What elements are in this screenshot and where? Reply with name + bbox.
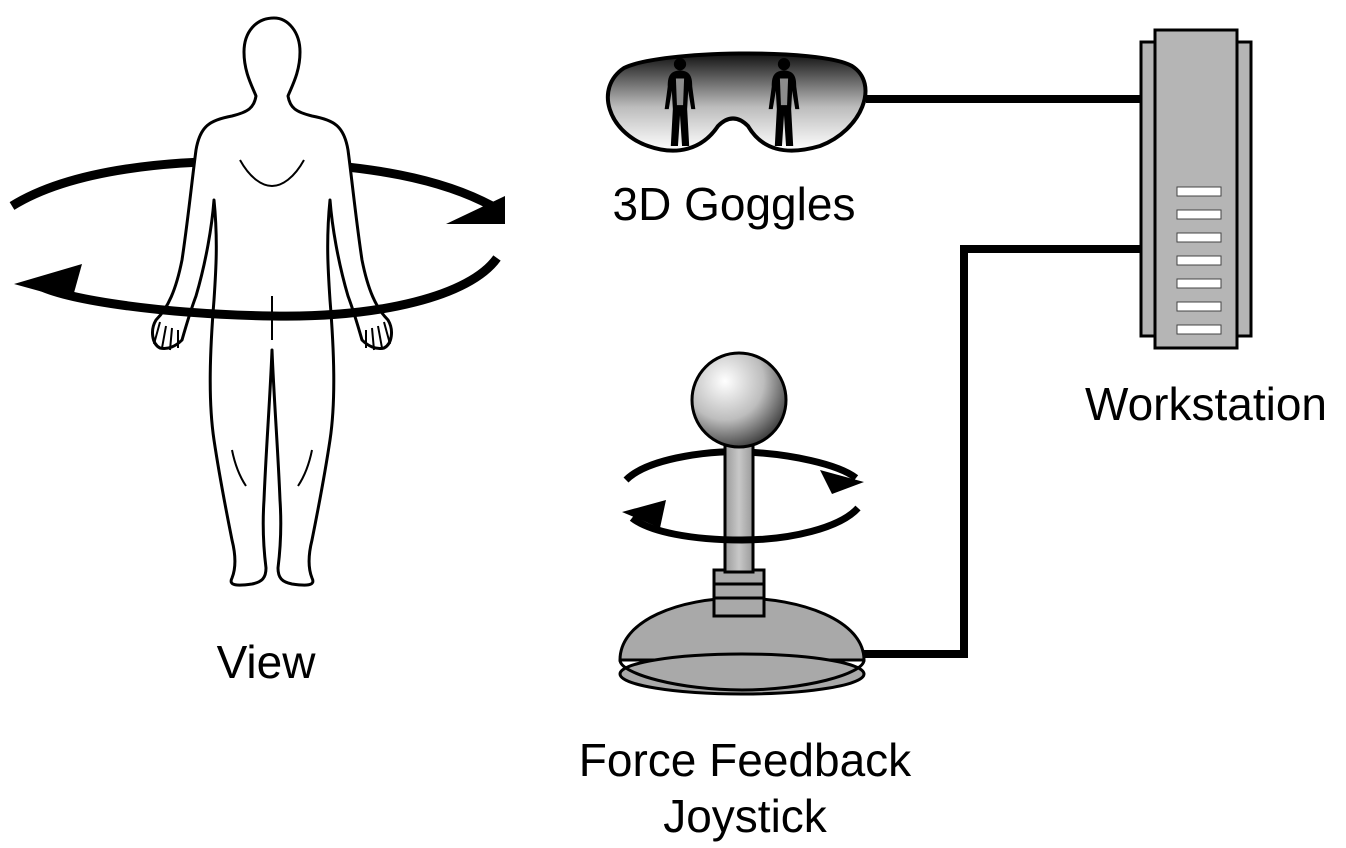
workstation-icon xyxy=(1139,28,1253,350)
cable-joystick-to-workstation xyxy=(864,245,1143,658)
joystick-label-line2: Joystick xyxy=(663,790,827,842)
goggles-label: 3D Goggles xyxy=(612,178,856,230)
goggles-icon xyxy=(606,51,868,153)
workstation-label: Workstation xyxy=(1084,378,1328,430)
joystick-icon xyxy=(618,351,866,696)
joystick-label-line1: Force Feedback xyxy=(578,734,912,786)
rotate-arrows-front-icon xyxy=(14,255,501,321)
human-figure-icon xyxy=(151,16,393,587)
view-label: View xyxy=(216,636,316,688)
